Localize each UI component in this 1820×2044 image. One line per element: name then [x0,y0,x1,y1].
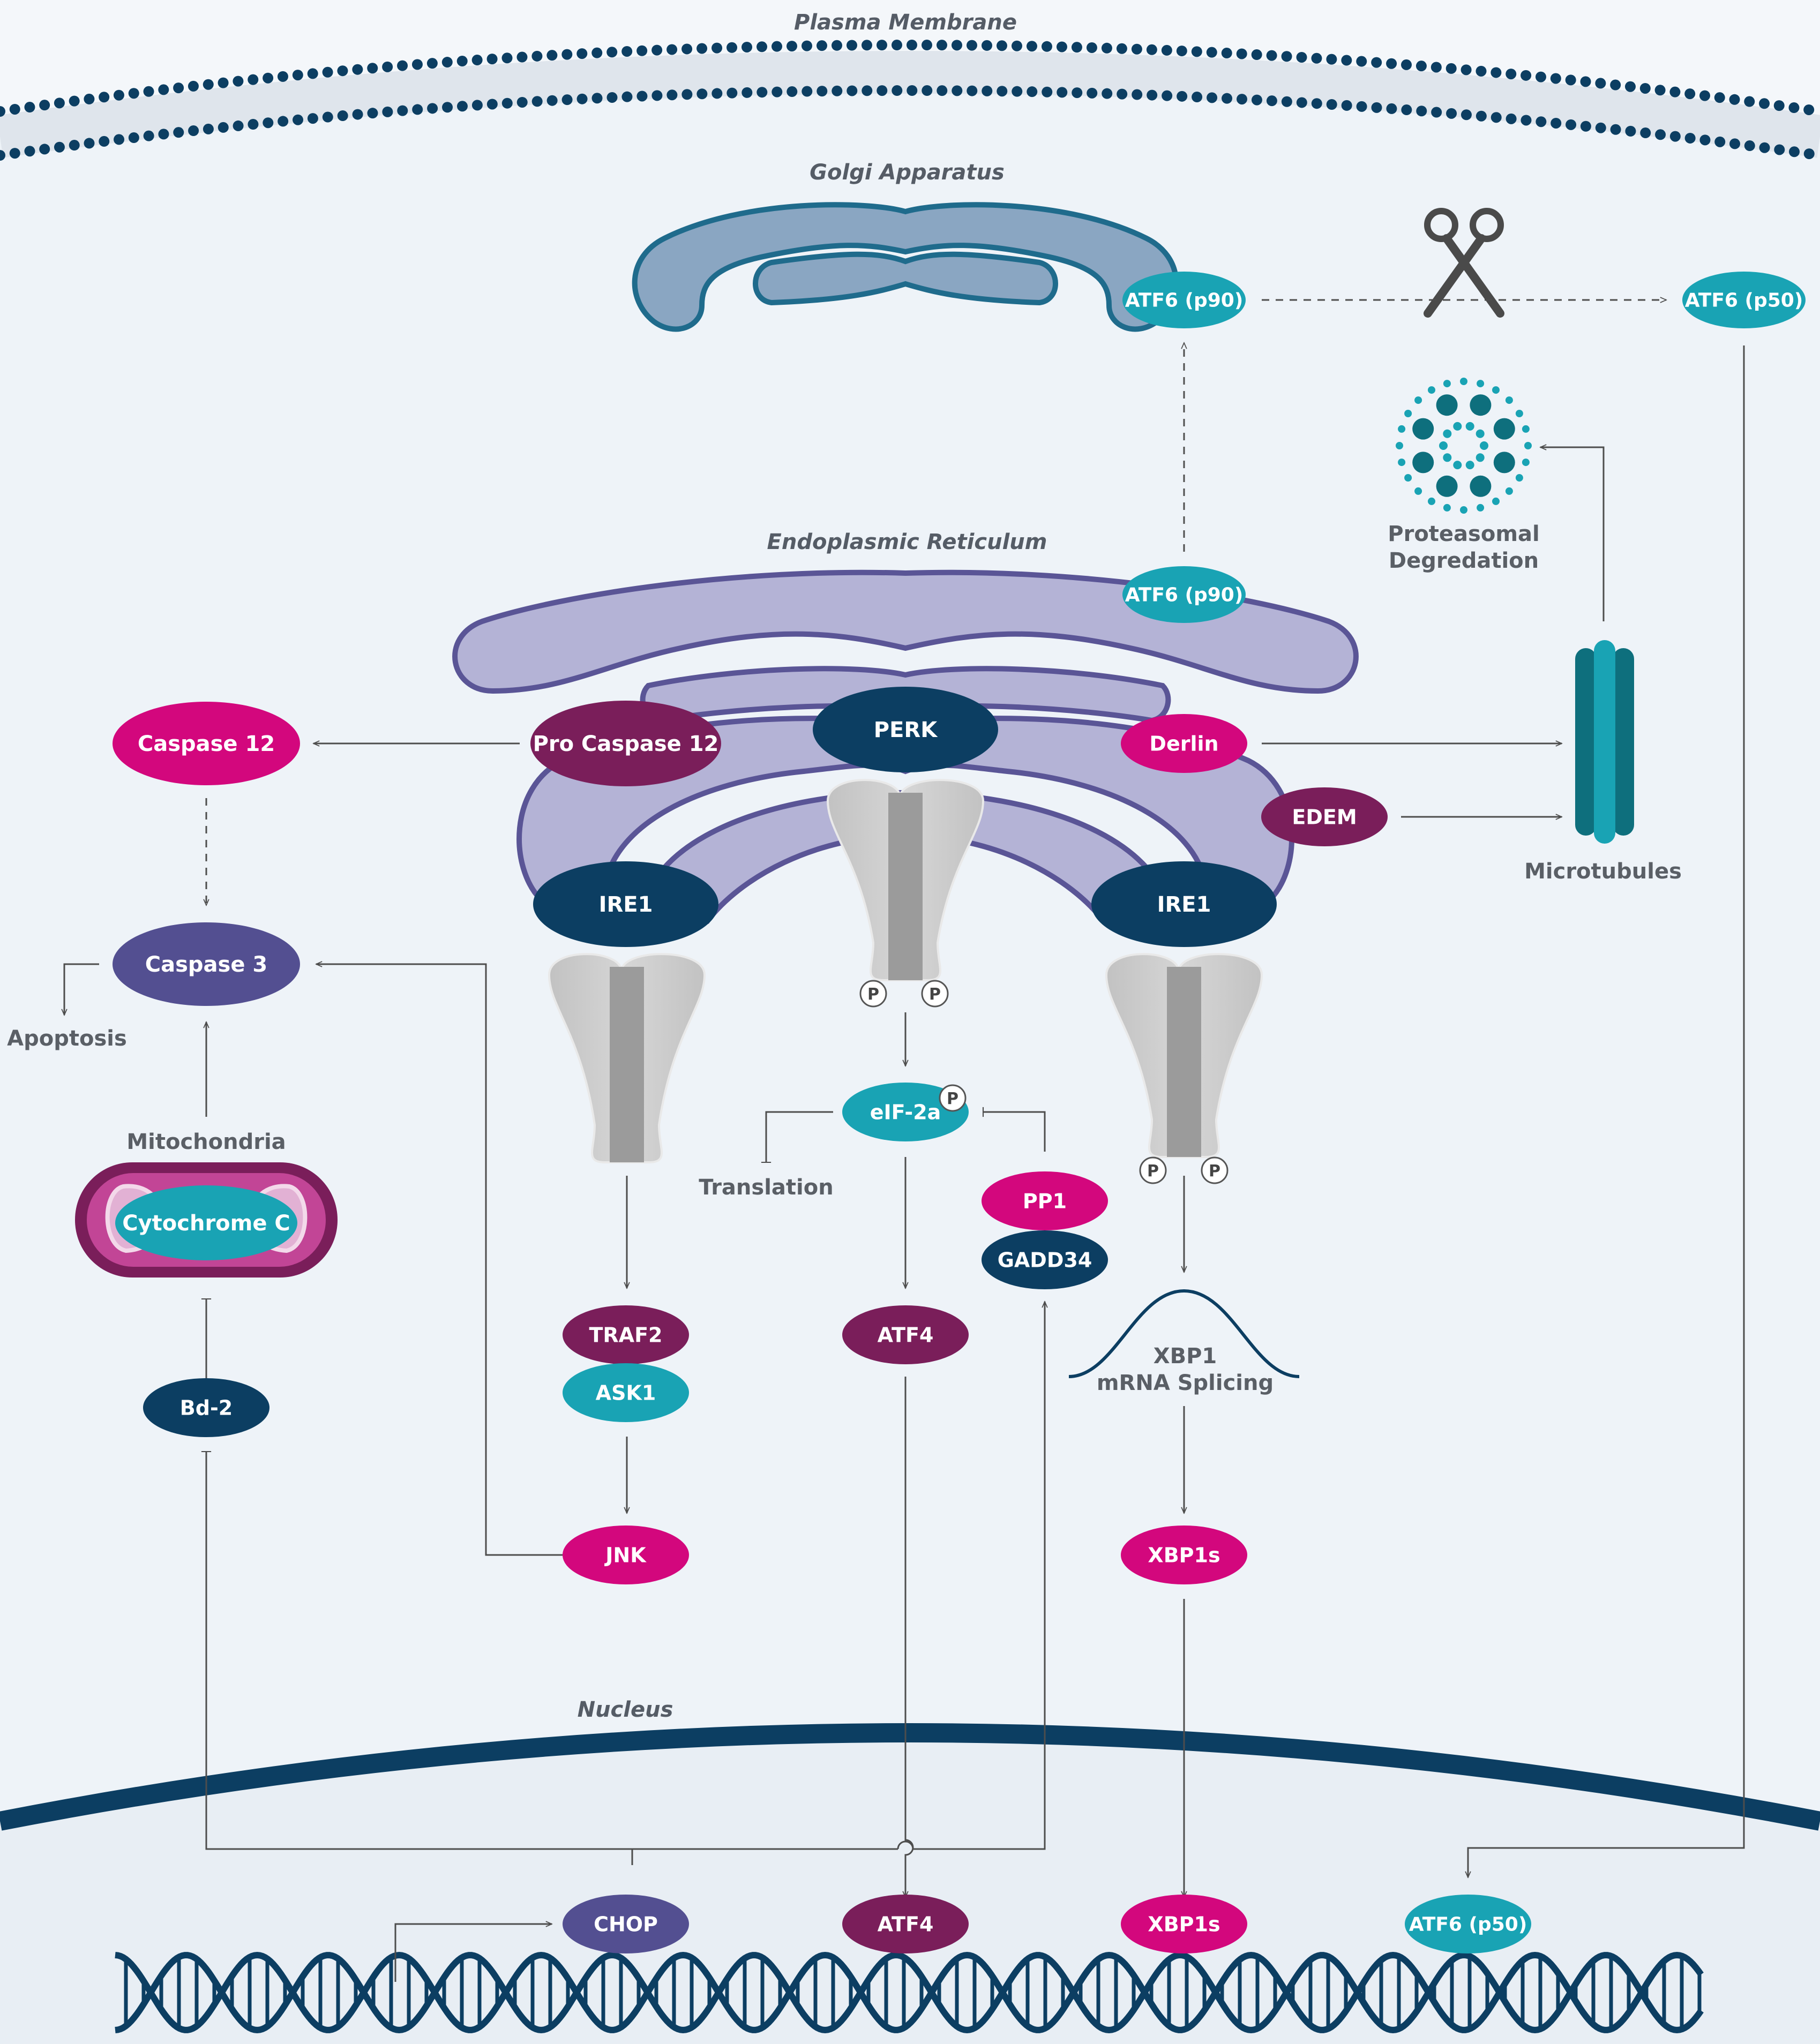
dna-strand [115,1952,1704,2034]
node-label: IRE1 [1157,892,1211,917]
node-atf6-p90-golgi: ATF6 (p90) [1122,272,1246,328]
node-label: Bd-2 [180,1396,233,1419]
pathway-nodes: ATF6 (p90) ATF6 (p50) ATF6 (p90) Caspase 12… [113,272,1806,1953]
node-label: XBP1s [1148,1912,1220,1936]
node-atf6-p50-nuc: ATF6 (p50) [1405,1895,1531,1953]
svg-text:P: P [929,985,941,1004]
node-pp1: PP1 [982,1171,1108,1230]
svg-text:P: P [1209,1162,1220,1181]
node-caspase12: Caspase 12 [113,702,300,785]
nucleus-envelope [0,1723,1820,2044]
node-eif2a: eIF-2a [842,1083,969,1141]
node-caspase3: Caspase 3 [113,922,300,1006]
phosphate-icon: P [1201,1156,1229,1184]
node-label: ATF6 (p50) [1409,1914,1527,1936]
phosphate-icon: P [921,980,949,1008]
node-atf6-p50-top: ATF6 (p50) [1682,272,1806,328]
svg-text:P: P [867,985,879,1004]
node-label: IRE1 [599,892,653,917]
node-label: Cytochrome C [122,1211,290,1236]
dna-helix [115,1951,1704,2034]
svg-text:P: P [947,1089,958,1108]
node-edem: EDEM [1261,787,1388,846]
node-label: Caspase 3 [145,952,267,977]
node-label: JNK [604,1543,647,1567]
node-traf2: TRAF2 [563,1305,689,1364]
node-perk: PERK [813,687,998,772]
node-label: Caspase 12 [138,732,275,756]
node-ire1-right: IRE1 [1091,861,1277,947]
node-atf6-p90-er: ATF6 (p90) [1122,566,1246,623]
pathway-connectors [64,300,1745,1982]
scissors-icon [1424,208,1504,318]
node-derlin: Derlin [1121,714,1247,773]
node-label: TRAF2 [589,1323,663,1347]
node-xbp1s-nuc: XBP1s [1121,1895,1247,1953]
node-label: GADD34 [998,1248,1092,1272]
node-pro-caspase12: Pro Caspase 12 [530,701,721,786]
node-label: PERK [874,718,938,742]
node-xbp1s-mid: XBP1s [1121,1526,1247,1584]
xbp1-splicing-curve [1068,1289,1300,1378]
node-label: ATF4 [878,1323,934,1347]
node-label: ATF4 [878,1912,934,1936]
node-label: CHOP [594,1912,658,1936]
microtubules-label: Microtubules [1524,859,1682,884]
proteasome-label-line1: Proteasomal [1388,522,1539,546]
nucleus-label: Nucleus [578,1697,673,1722]
node-label: Pro Caspase 12 [533,732,719,756]
node-ire1-left: IRE1 [533,861,718,947]
translation-label: Translation [699,1175,833,1200]
node-label: eIF-2a [870,1100,941,1124]
node-label: ATF6 (p50) [1685,290,1803,312]
plasma-membrane [0,40,1820,2044]
node-jnk: JNK [563,1526,689,1584]
node-atf4-nuc: ATF4 [842,1895,969,1953]
node-label: ASK1 [596,1381,656,1404]
apoptosis-label: Apoptosis [7,1026,127,1051]
xbp1-label-line1: XBP1 [1154,1344,1217,1369]
phosphate-icon: P [859,980,887,1008]
ire1-left-channel [548,953,706,1163]
svg-text:P: P [1147,1162,1159,1181]
node-label: Derlin [1149,732,1218,755]
node-cytochrome-c: Cytochrome C [115,1185,297,1260]
plasma-membrane-label: Plasma Membrane [794,10,1017,35]
golgi-apparatus [632,202,1179,332]
node-label: ATF6 (p90) [1125,290,1244,312]
node-ask1: ASK1 [563,1363,689,1422]
proteasome-label-line2: Degredation [1389,548,1539,573]
node-label: PP1 [1023,1189,1067,1213]
node-chop: CHOP [563,1895,689,1953]
node-label: XBP1s [1148,1543,1220,1567]
phosphate-icon: P [1139,1156,1167,1184]
dna-strand [115,1951,1704,2033]
golgi-label: Golgi Apparatus [810,160,1005,185]
phosphate-icon: P [939,1084,967,1112]
microtubules-bundle [1575,640,1634,844]
node-bd2: Bd-2 [143,1378,269,1437]
xbp1-label-line2: mRNA Splicing [1097,1371,1274,1395]
mitochondria-label: Mitochondria [126,1130,286,1154]
proteasome-icon [1396,378,1532,514]
node-label: EDEM [1292,805,1357,829]
node-label: ATF6 (p90) [1125,584,1244,606]
er-label: Endoplasmic Reticulum [767,530,1047,554]
node-gadd34: GADD34 [982,1230,1108,1289]
node-atf4-mid: ATF4 [842,1305,969,1364]
